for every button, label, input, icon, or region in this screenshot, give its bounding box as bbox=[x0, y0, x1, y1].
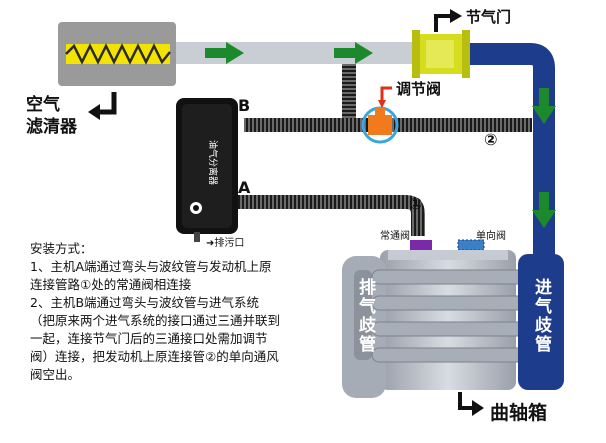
intake-pipe bbox=[470, 43, 555, 268]
normally-open-valve bbox=[410, 240, 432, 250]
install-step-2: 2、主机B端通过弯头与波纹管与进气系统（把原来两个进气系统的接口通过三通并联到一… bbox=[30, 295, 281, 382]
intake-manifold-label: 进气歧管 bbox=[531, 278, 551, 354]
return-arrow-icon bbox=[380, 86, 392, 104]
bypass-hose-vertical bbox=[342, 64, 356, 126]
return-arrow-icon bbox=[434, 14, 452, 32]
crankcase-label: 曲轴箱 bbox=[490, 402, 548, 424]
marker-1: ① bbox=[409, 194, 423, 213]
manifold-runners bbox=[371, 269, 533, 363]
port-b-label: B bbox=[238, 96, 251, 115]
normally-open-valve-label: 常通阀 bbox=[380, 231, 410, 242]
throttle-label: 节气门 bbox=[466, 8, 512, 26]
arrow-right-icon bbox=[334, 42, 373, 64]
regulating-valve-label: 调节阀 bbox=[396, 80, 442, 98]
separator-unit bbox=[176, 98, 238, 242]
exhaust-manifold bbox=[342, 256, 386, 398]
air-filter-label: 空气 滤清器 bbox=[26, 95, 77, 137]
installation-notes: 安装方式： 1、主机A端通过弯头与波纹管与发动机上原连接管路①处的常通阀相连接 … bbox=[30, 240, 280, 384]
intake-manifold bbox=[518, 254, 564, 390]
drain-port-label: ➜排污口 bbox=[206, 238, 245, 249]
check-valve-label: 单向阀 bbox=[476, 231, 506, 242]
arrow-right-icon: ➜ bbox=[206, 238, 215, 249]
install-title: 安装方式： bbox=[30, 241, 93, 256]
install-step-1: 1、主机A端通过弯头与波纹管与发动机上原连接管路①处的常通阀相连接 bbox=[30, 259, 272, 292]
hose-a bbox=[238, 195, 425, 236]
return-arrow-icon bbox=[458, 392, 474, 410]
arrow-right-icon bbox=[205, 42, 244, 64]
exhaust-manifold-label: 排气歧管 bbox=[355, 278, 375, 354]
arrow-down-icon bbox=[532, 192, 556, 228]
check-valve bbox=[458, 240, 484, 250]
separator-brand-text: 油气分离器 bbox=[207, 140, 219, 185]
arrow-down-icon bbox=[532, 88, 556, 124]
air-filter bbox=[58, 22, 176, 86]
marker-2: ② bbox=[484, 130, 498, 149]
return-arrow-icon bbox=[98, 92, 117, 115]
regulating-valve bbox=[361, 106, 399, 144]
throttle-body bbox=[412, 30, 470, 78]
port-a-label: A bbox=[238, 178, 251, 197]
